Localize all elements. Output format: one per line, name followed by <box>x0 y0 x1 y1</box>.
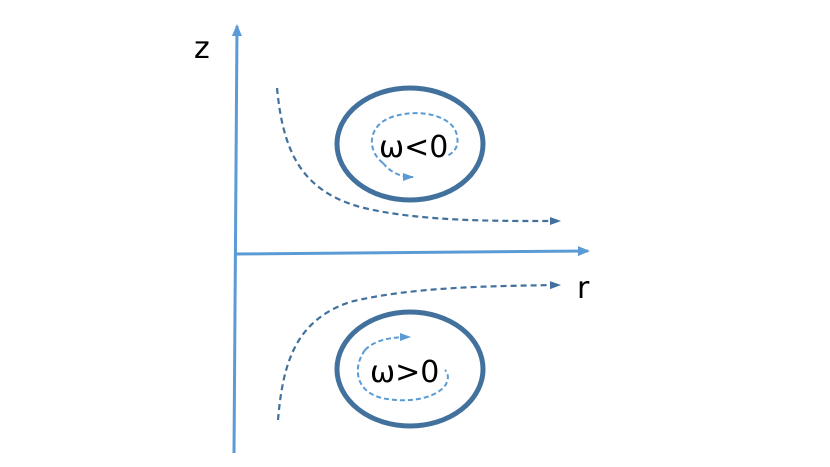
r-axis-label: r <box>577 271 590 306</box>
upper-rotation-arrow <box>370 112 459 164</box>
lower-vortex-label: ω>0 <box>370 355 439 390</box>
r-axis-line <box>233 246 590 257</box>
lower-streamline <box>276 281 561 421</box>
z-axis-line <box>231 24 242 454</box>
upper-streamline <box>275 87 561 226</box>
z-axis-label: z <box>194 31 210 66</box>
lower-vortex-ring <box>334 309 486 429</box>
upper-vortex-ring <box>334 85 486 203</box>
upper-vortex-label: ω<0 <box>379 130 448 165</box>
upper-rotation-arrow-tail <box>382 162 414 181</box>
lower-rotation-arrow <box>364 333 411 351</box>
lower-rotation-arrow-body <box>356 349 449 402</box>
